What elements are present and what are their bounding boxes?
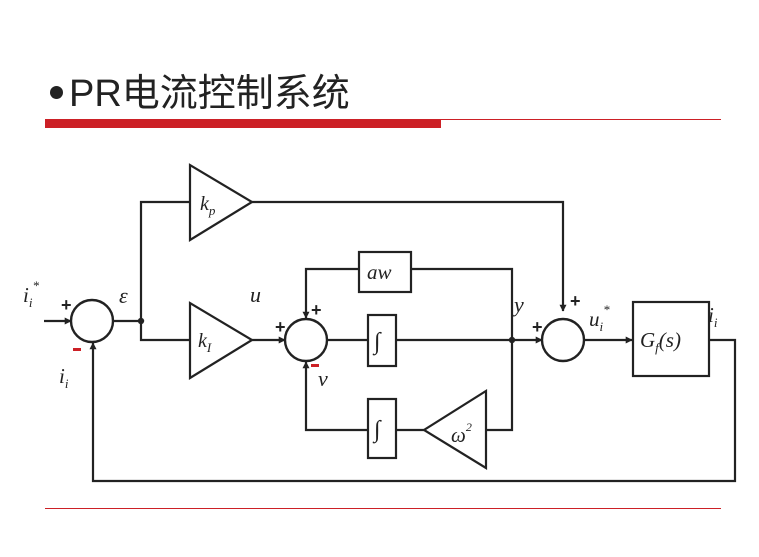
error-signal-label: ε xyxy=(119,283,128,308)
integrator-1-label: ∫ xyxy=(372,329,382,356)
ki-input-line xyxy=(139,321,190,342)
output-feedback-line xyxy=(89,338,737,483)
integrator-block-1 xyxy=(366,313,398,368)
sum2-top-plus-sign: + xyxy=(311,300,322,320)
y-signal-label: y xyxy=(512,292,524,317)
title-underline-bar xyxy=(45,119,441,128)
output-signal-label: ii xyxy=(708,303,718,330)
sum1-minus-sign xyxy=(73,348,81,351)
sum3-left-plus-sign: + xyxy=(532,317,543,337)
ki-gain-block xyxy=(188,301,255,380)
kp-label: kp xyxy=(200,193,216,218)
sum1-plus-sign: + xyxy=(61,295,72,315)
omega-branch-line xyxy=(486,340,514,432)
y-junction-dot xyxy=(508,336,516,344)
plant-block xyxy=(631,300,711,378)
integrator-block-2 xyxy=(366,397,398,460)
input-signal-label: ii* xyxy=(23,278,39,310)
aw-feedback-line xyxy=(411,267,514,340)
v-signal-label: v xyxy=(318,366,328,391)
aw-output-line xyxy=(302,267,359,319)
sum-junction-3 xyxy=(540,317,586,363)
sum3-top-plus-sign: + xyxy=(570,291,581,311)
feedback-signal-label: ii xyxy=(59,364,69,391)
sum-junction-1 xyxy=(69,298,115,344)
omega2-gain-block xyxy=(421,389,488,470)
v-line xyxy=(302,361,368,432)
slide-title: PR电流控制系统 xyxy=(50,62,350,117)
title-underline-rule xyxy=(441,119,721,120)
sum2-left-plus-sign: + xyxy=(275,317,286,337)
footer-rule xyxy=(45,508,721,509)
sum2-bottom-minus-sign xyxy=(311,364,319,367)
uref-signal-label: ui* xyxy=(589,302,610,334)
error-junction-dot xyxy=(137,317,145,325)
bullet-icon xyxy=(50,86,63,100)
integrator-2-label: ∫ xyxy=(372,417,382,444)
aw-block xyxy=(357,250,413,294)
kp-output-line xyxy=(252,200,567,312)
u-signal-label: u xyxy=(250,282,261,307)
slide-title-text: PR电流控制系统 xyxy=(69,73,350,115)
omega2-label: ω2 xyxy=(451,420,472,447)
ki-label: kI xyxy=(198,330,212,355)
kp-gain-block xyxy=(188,163,255,242)
kp-branch-line xyxy=(139,200,190,321)
sum-junction-2 xyxy=(283,317,329,363)
aw-label: aw xyxy=(367,260,392,284)
plant-label: Gf(s) xyxy=(640,328,681,355)
